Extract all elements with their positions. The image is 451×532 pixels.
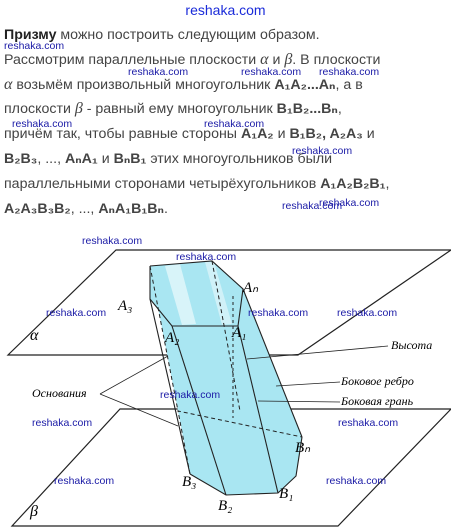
side: BₙB₁ xyxy=(113,150,147,167)
text-fragment: этих многоугольников были xyxy=(146,150,333,167)
text-fragment: . xyxy=(163,200,168,217)
vertex-a1: A₁ xyxy=(231,325,246,341)
polygon-a: A₁A₂...Aₙ xyxy=(274,76,336,93)
highlight xyxy=(165,264,196,325)
bold-term: Призму xyxy=(4,27,57,43)
leader-edge xyxy=(275,381,341,387)
vertex-b3: B₃ xyxy=(182,474,196,490)
watermark: reshaka.com xyxy=(160,389,220,401)
side: AₙA₁ xyxy=(64,150,98,167)
prism-figure: α β A₃ A₂ A₁ Aₙ B₃ B₂ B₁ Bₙ Высота Боков… xyxy=(6,249,451,527)
plane-beta xyxy=(10,408,451,527)
leader-height xyxy=(246,345,389,360)
text-line-2: Рассмотрим параллельные плоскости α и β.… xyxy=(4,48,449,73)
highlight xyxy=(205,262,232,325)
annotation-height: Высота xyxy=(391,338,432,352)
symbol-beta: β xyxy=(284,50,293,68)
watermark: reshaka.com xyxy=(204,118,265,130)
watermark: reshaka.com xyxy=(241,66,302,78)
lateral-edge xyxy=(237,325,279,494)
text-line-7: параллельными сторонами четырёхугольнико… xyxy=(4,172,449,197)
text-fragment: возьмём произвольный многоугольник xyxy=(12,76,275,93)
watermark: reshaka.com xyxy=(12,118,73,130)
watermark: reshaka.com xyxy=(319,66,380,78)
quadrilateral: A₁A₂B₂B₁ xyxy=(320,175,386,192)
text-fragment: , ..., xyxy=(70,200,99,217)
text-fragment: плоскости xyxy=(4,101,75,118)
text-fragment: и xyxy=(97,150,114,167)
vertex-a3: A₃ xyxy=(117,298,132,314)
vertex-an: Aₙ xyxy=(242,280,259,296)
text-fragment: и xyxy=(362,126,375,143)
polygon-b: B₁B₂...Bₙ xyxy=(276,101,338,118)
text-fragment: Рассмотрим параллельные плоскости xyxy=(4,51,261,68)
vertex-b2: B₂ xyxy=(218,498,232,514)
watermark: reshaka.com xyxy=(128,66,189,78)
text-fragment: параллельными сторонами четырёхугольнико… xyxy=(4,175,321,192)
plane-alpha xyxy=(6,249,451,356)
label-beta: β xyxy=(29,503,38,520)
text-fragment: , ..., xyxy=(37,150,65,167)
text-fragment: - равный ему многоугольник xyxy=(82,101,277,118)
annotation-lateral-face: Боковая грань xyxy=(340,394,414,408)
symbol-beta: β xyxy=(74,100,83,118)
site-title[interactable]: reshaka.com xyxy=(185,2,266,18)
lateral-edge xyxy=(242,288,303,438)
text-fragment: , xyxy=(385,175,390,192)
quadrilateral: AₙA₁B₁Bₙ xyxy=(98,200,164,217)
watermark: reshaka.com xyxy=(46,307,106,319)
text-fragment: , а в xyxy=(335,76,363,93)
lateral-edge xyxy=(149,298,191,475)
text-line-4: плоскости β - равный ему многоугольник B… xyxy=(4,97,449,122)
text-line-3: α возьмём произвольный многоугольник A₁A… xyxy=(4,73,449,98)
text-fragment: и xyxy=(268,51,285,68)
text-line-6: B₂B₃, ..., AₙA₁ и BₙB₁ этих многоугольни… xyxy=(4,147,449,172)
side: A₁A₂ xyxy=(240,126,274,143)
quadrilateral: A₂A₃B₃B₂ xyxy=(4,200,71,217)
watermark: reshaka.com xyxy=(292,145,353,157)
annotation-lateral-edge: Боковое ребро xyxy=(340,374,414,388)
watermark: reshaka.com xyxy=(337,307,397,319)
watermark: reshaka.com xyxy=(326,475,386,487)
lateral-edge xyxy=(171,325,227,496)
label-alpha: α xyxy=(30,327,39,344)
vertex-bn: Bₙ xyxy=(295,440,311,456)
leader-bases xyxy=(99,393,179,427)
symbol-alpha: α xyxy=(260,50,269,68)
text-paragraph: Призму можно построить следующим образом… xyxy=(4,23,449,221)
text-fragment: . В плоскости xyxy=(292,51,381,68)
leader-bases xyxy=(99,355,169,395)
text-fragment: , xyxy=(337,101,342,118)
lateral-edge-hidden xyxy=(149,265,179,412)
leader-face xyxy=(257,400,341,403)
vertex-b1: B₁ xyxy=(279,486,293,502)
side: B₁B₂ xyxy=(289,126,323,143)
watermark: reshaka.com xyxy=(176,251,236,263)
watermark: reshaka.com xyxy=(32,417,92,429)
text-fragment: причём так, чтобы равные стороны xyxy=(4,126,241,143)
lateral-edge-hidden xyxy=(211,260,241,412)
text-fragment: можно построить следующим образом. xyxy=(56,27,320,43)
watermark: reshaka.com xyxy=(319,197,380,209)
watermark: reshaka.com xyxy=(338,417,398,429)
watermark: reshaka.com xyxy=(282,200,343,212)
side: B₂B₃ xyxy=(4,150,38,167)
watermark: reshaka.com xyxy=(82,235,143,247)
watermark: reshaka.com xyxy=(54,475,114,487)
vertex-a2: A₂ xyxy=(164,330,179,346)
symbol-alpha: α xyxy=(4,75,13,93)
text-fragment: и xyxy=(273,126,290,143)
lateral-fill xyxy=(150,266,302,495)
text-line-8: A₂A₃B₃B₂, ..., AₙA₁B₁Bₙ. xyxy=(4,197,449,222)
text-line-5: причём так, чтобы равные стороны A₁A₂ и … xyxy=(4,122,449,147)
watermark: reshaka.com xyxy=(4,40,65,52)
text-line-1: Призму можно построить следующим образом… xyxy=(4,23,449,48)
annotation-bases: Основания xyxy=(32,386,87,400)
watermark: reshaka.com xyxy=(248,307,308,319)
side: , A₂A₃ xyxy=(322,126,363,143)
